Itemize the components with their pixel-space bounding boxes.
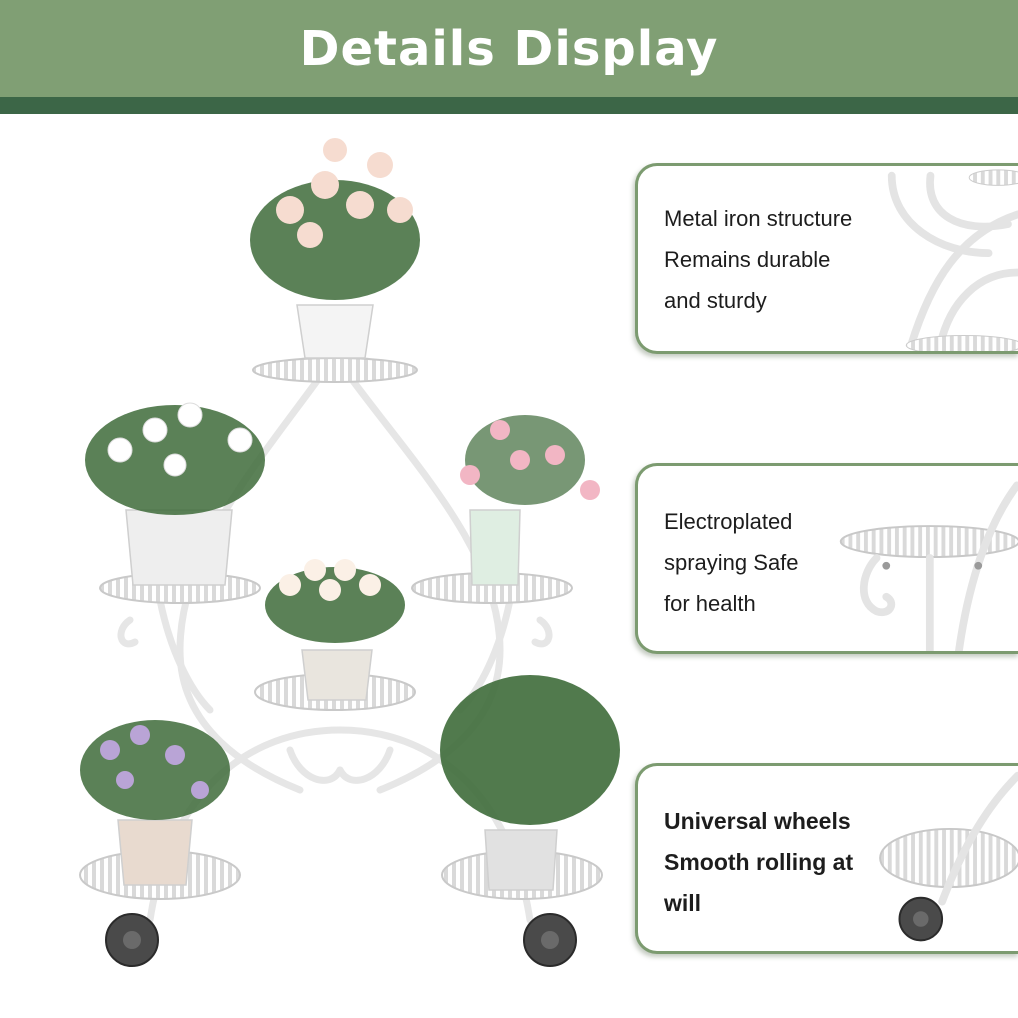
callout-line: Remains durable [664,247,831,272]
feature-callout-structure: Metal iron structure Remains durable and… [635,163,1018,354]
callout-line: and sturdy [664,288,767,313]
stand-top-detail-icon [887,169,1018,351]
callout-line: Universal wheels [664,808,851,834]
banner-divider [0,97,1018,114]
tray-bracket-detail-icon [839,481,1018,651]
feature-callout-wheels: Universal wheels Smooth rolling at will [635,763,1018,954]
plant-stand-image [79,138,620,967]
callout-line: Metal iron structure [664,206,853,231]
callout-line: for health [664,591,756,616]
header-banner: Details Display [0,0,1018,97]
wheel-detail-icon [879,771,1018,942]
page-title: Details Display [299,20,719,77]
callout-line: Electroplated [664,509,793,534]
callout-line: Smooth rolling at [664,849,854,875]
callout-line: will [664,890,702,916]
feature-callout-coating: Electroplated spraying Safe for health [635,463,1018,654]
callout-line: spraying Safe [664,550,799,575]
